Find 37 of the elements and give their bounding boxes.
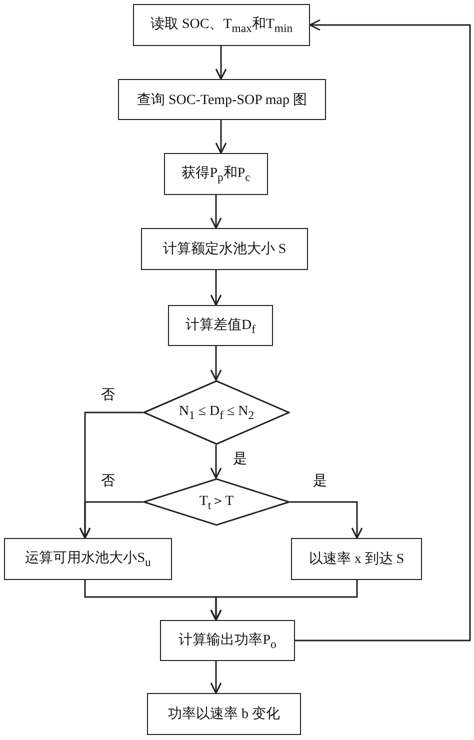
node-text: N$_{1}$ ≤ D$_{f}$ ≤ N$_{2}$ — [178, 404, 254, 422]
arrow — [210, 195, 222, 229]
arrow — [295, 19, 471, 642]
edge-label: 是 — [232, 450, 248, 468]
arrow — [210, 661, 222, 694]
node-text: 计算额定水池大小 S — [162, 240, 286, 258]
process-box — [118, 79, 326, 120]
edge-label: 否 — [100, 472, 116, 490]
edge-label: 否 — [100, 386, 116, 404]
arrow — [210, 346, 222, 381]
node-text: 计算差值D$_{f}$ — [185, 316, 256, 336]
arrow — [210, 445, 222, 479]
process-box — [4, 538, 172, 580]
node-text: 获得P$_{p}$和P$_{c}$ — [182, 164, 250, 184]
process-box — [168, 305, 273, 346]
node-text: T$_{t}$＞T — [199, 493, 234, 512]
arrow — [210, 580, 358, 621]
process-box — [164, 153, 268, 195]
node-text: 功率以速率 b 变化 — [168, 705, 280, 723]
process-box — [133, 4, 310, 46]
decision-diamond — [143, 380, 290, 445]
node-text: 以速率 x 到达 S — [308, 550, 404, 568]
arrow — [215, 120, 227, 154]
process-box — [141, 228, 308, 270]
node-text: 查询 SOC-Temp-SOP map 图 — [136, 92, 307, 108]
node-text: 运算可用水池大小S$_{u}$ — [25, 550, 151, 569]
arrow — [210, 270, 222, 306]
process-box — [160, 620, 295, 661]
process-box — [291, 538, 422, 580]
decision-diamond — [143, 478, 290, 526]
arrow — [290, 501, 363, 539]
arrow — [79, 501, 143, 539]
process-box — [147, 693, 301, 735]
arrow — [215, 46, 227, 80]
node-text: 计算输出功率P$_{o}$ — [178, 631, 276, 650]
edge-label: 是 — [312, 472, 328, 490]
node-text: 读取 SOC、T$_{max}$和T$_{min}$ — [150, 16, 293, 35]
